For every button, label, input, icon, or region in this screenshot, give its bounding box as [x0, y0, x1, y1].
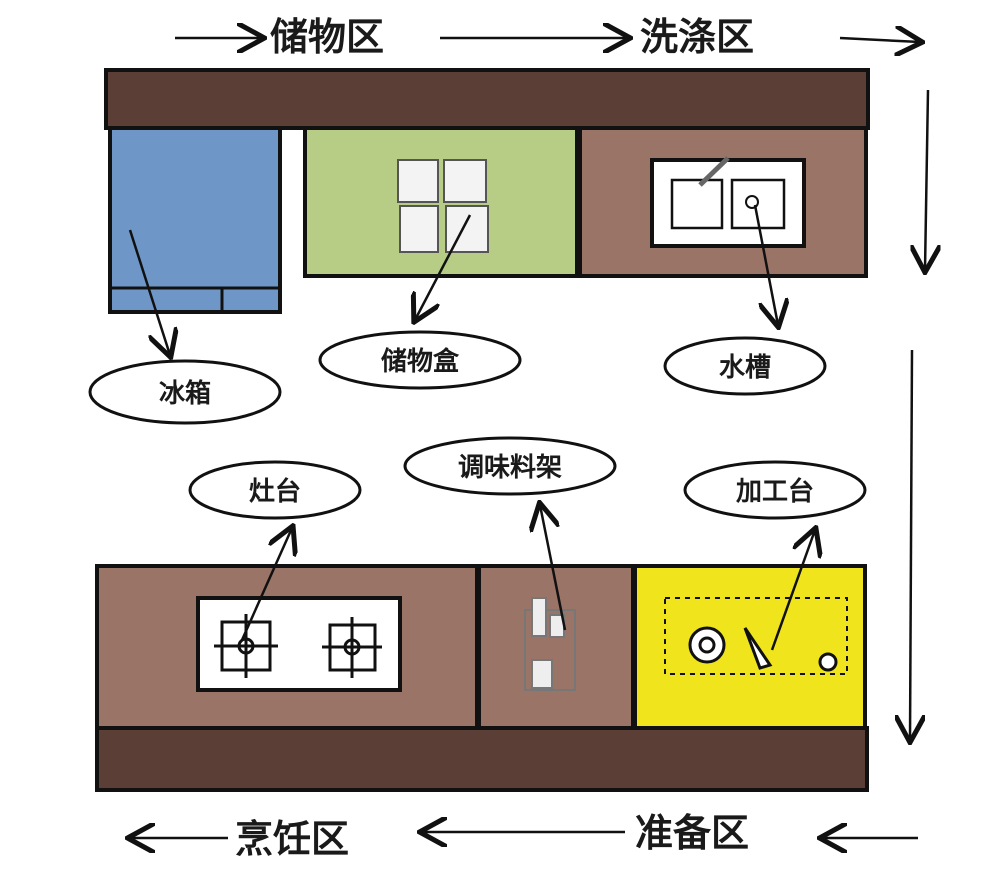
- burner-icons: [214, 614, 382, 678]
- storage-cabinet: [303, 126, 579, 278]
- fridge: [108, 126, 282, 314]
- countertop-bottom: [95, 726, 869, 792]
- label-bubble: [88, 359, 282, 425]
- sink: [650, 158, 806, 248]
- label-bubble: [683, 460, 867, 520]
- top-flow: [130, 38, 928, 838]
- label-fridge: 冰箱: [159, 378, 211, 409]
- prep-counter: [633, 564, 867, 730]
- bottom-counter: [95, 564, 869, 792]
- zone-cooking: 烹饪区: [235, 817, 349, 861]
- top-counter: [104, 68, 870, 314]
- pointer-arrows: [128, 204, 815, 651]
- zone-washing: 洗涤区: [640, 15, 754, 59]
- countertop-top: [104, 68, 870, 130]
- label-sink: 水槽: [719, 353, 771, 383]
- zone-prep: 准备区: [635, 811, 749, 855]
- storage-boxes-icon: [397, 159, 489, 253]
- label-bubble: [403, 436, 617, 496]
- stove-top: [196, 596, 402, 692]
- label-bubble: [318, 330, 522, 390]
- plate-knife-icon: [688, 626, 838, 672]
- label-storage-box: 储物盒: [381, 346, 460, 377]
- flow-arrow-down: [910, 349, 912, 740]
- flow-arrow-right: [839, 38, 920, 42]
- label-stove: 灶台: [249, 476, 301, 507]
- label-prep-counter: 加工台: [736, 476, 814, 507]
- zone-storage: 储物区: [270, 15, 384, 59]
- label-bubble: [663, 336, 827, 396]
- label-bubble: [188, 460, 362, 520]
- label-spice-rack: 调味料架: [458, 453, 562, 483]
- flow-arrow-down: [925, 89, 928, 270]
